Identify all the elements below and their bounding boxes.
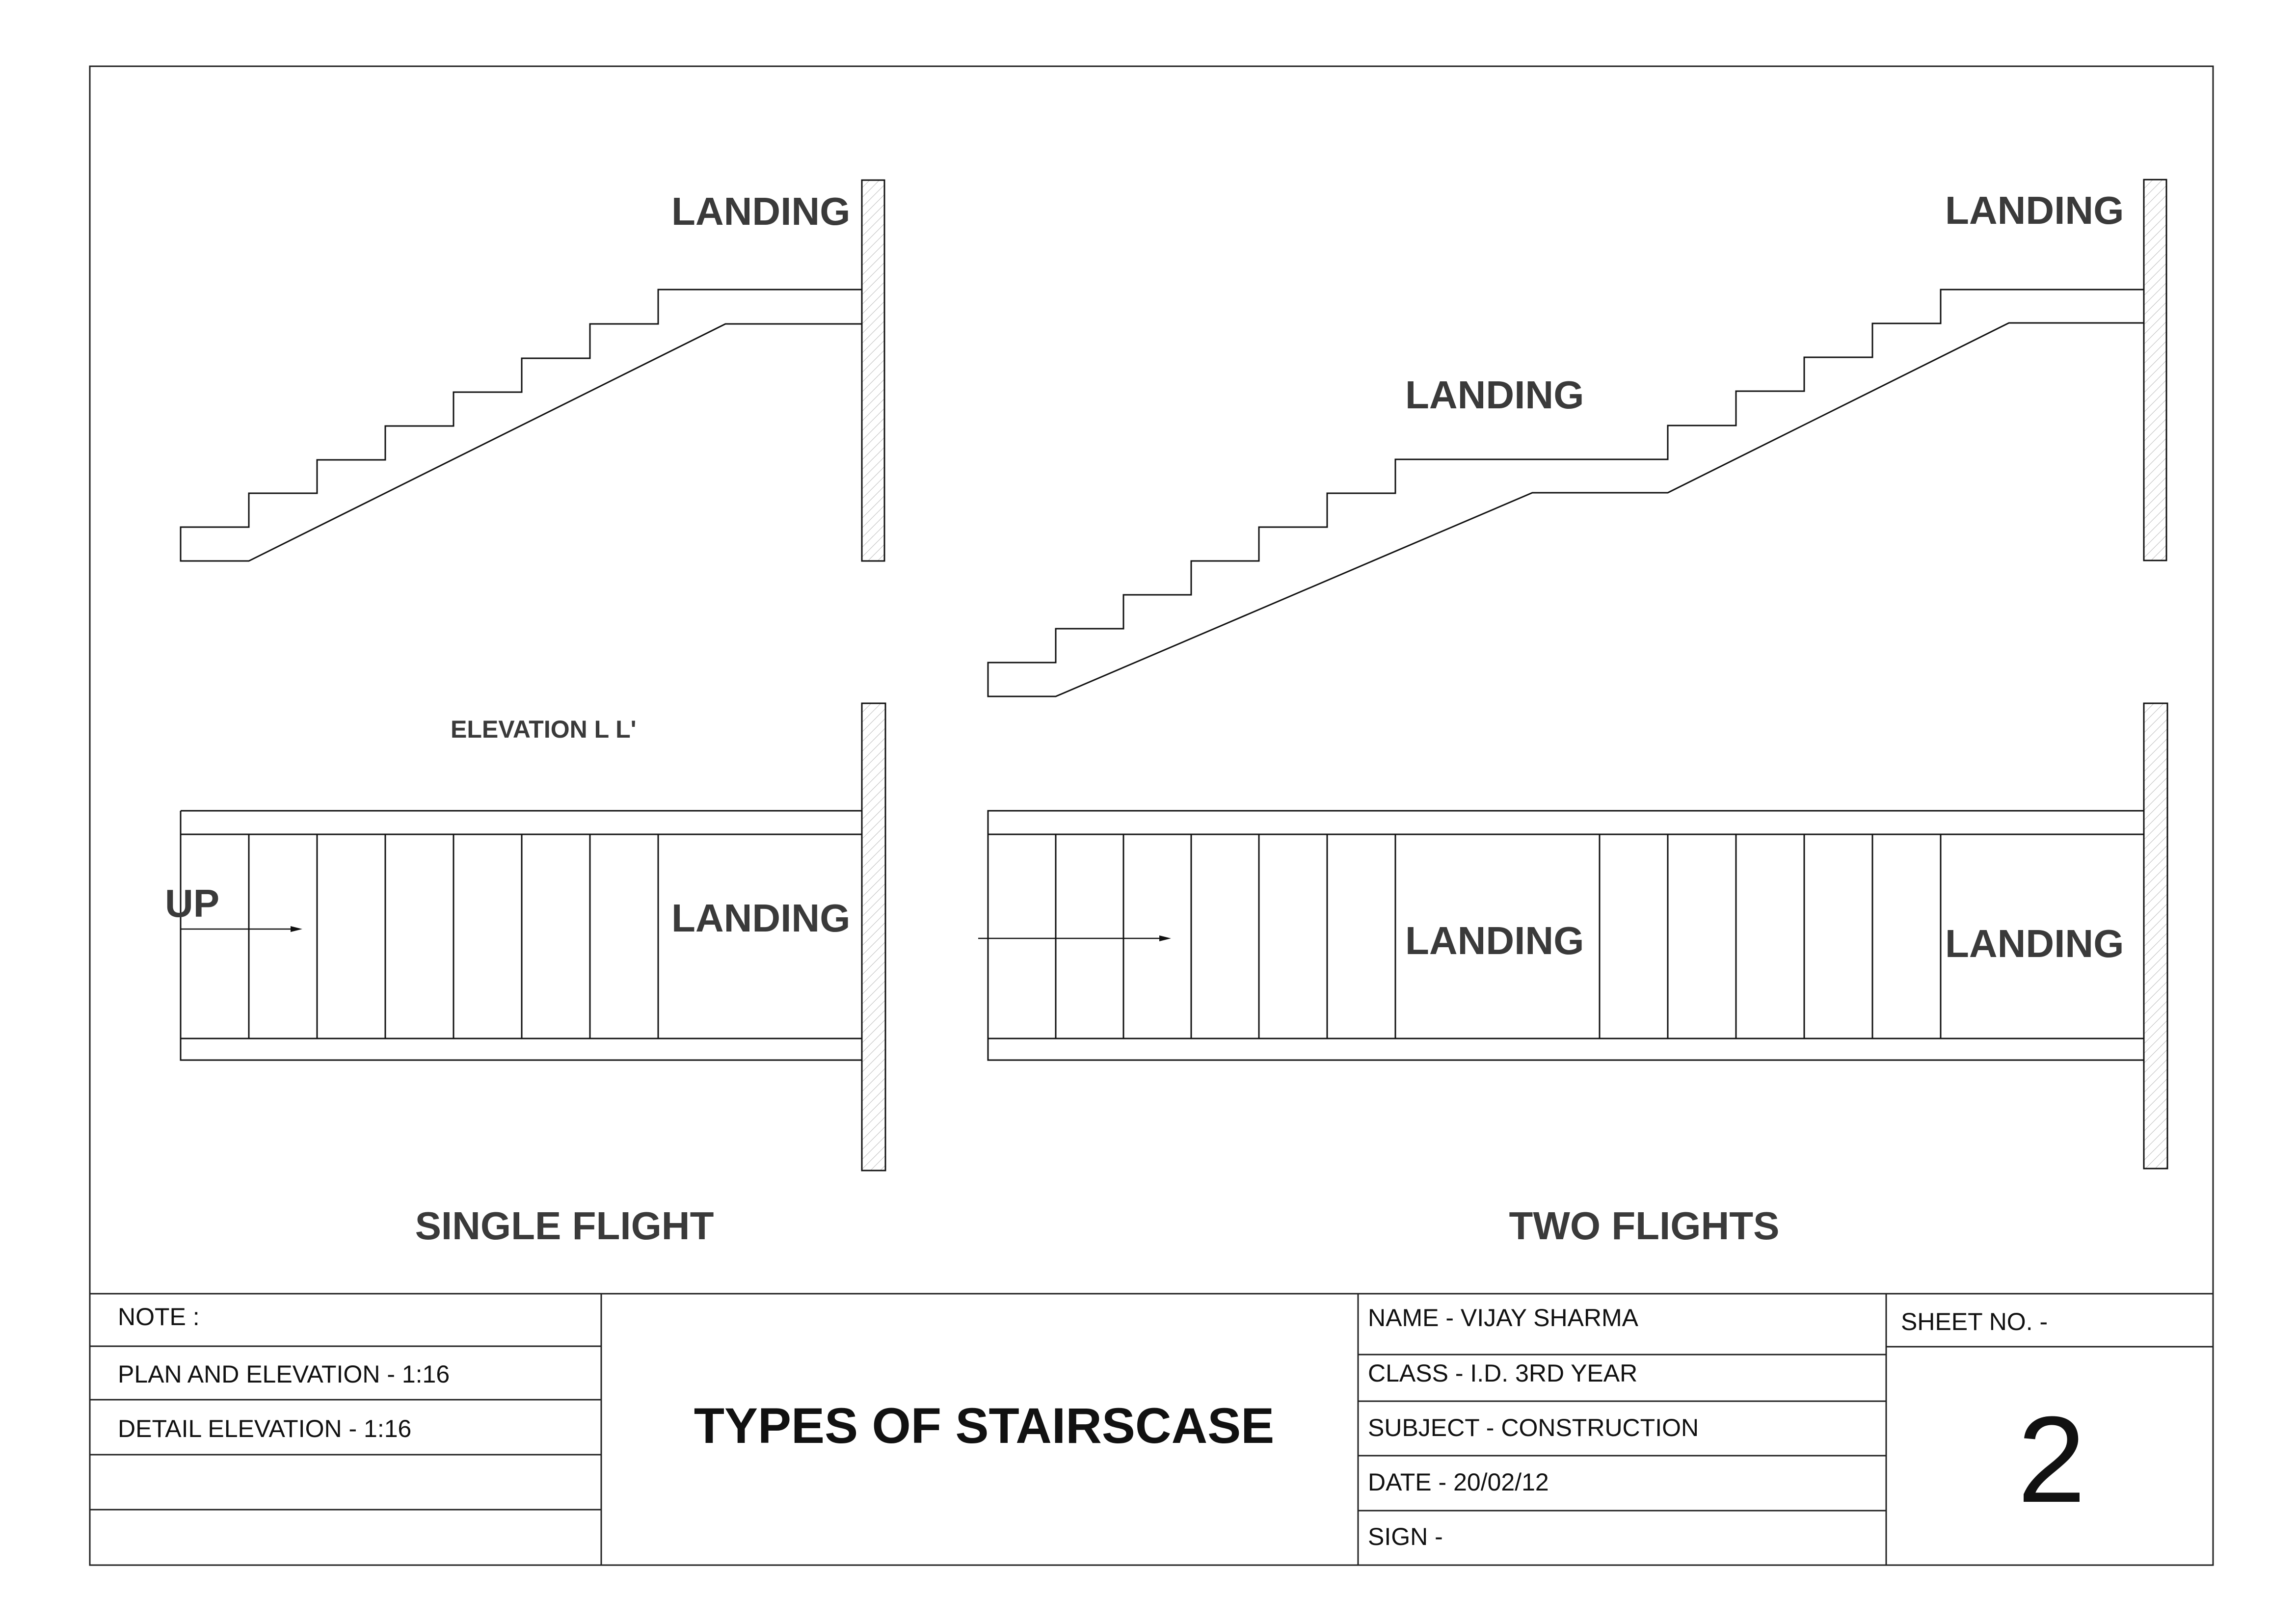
single-flight-title: SINGLE FLIGHT (415, 1204, 714, 1248)
title-block (90, 1293, 2213, 1565)
two-flights-elevation-top-landing-label: LANDING (1945, 188, 2124, 232)
up-label: UP (165, 881, 219, 925)
sign-field: SIGN - (1368, 1523, 1443, 1550)
two-flights-elevation-wall (2143, 179, 2167, 561)
class-field: CLASS - I.D. 3RD YEAR (1368, 1359, 1637, 1387)
drawing-title: TYPES OF STAIRSCASE (694, 1398, 1275, 1454)
two-flights-plan-wall (2143, 702, 2168, 1170)
single-flight-stair-profile (180, 289, 863, 562)
single-flight-plan-landing-label: LANDING (671, 896, 850, 940)
subject-field: SUBJECT - CONSTRUCTION (1368, 1414, 1699, 1441)
single-flight-plan (180, 702, 886, 1171)
two-flights-plan-lower-wall (987, 1038, 2145, 1061)
two-flights-elevation-mid-landing-label: LANDING (1405, 373, 1584, 417)
detail-elevation-scale: DETAIL ELEVATION - 1:16 (118, 1415, 411, 1442)
single-flight-elevation-wall (861, 179, 885, 562)
two-flights-plan (978, 702, 2168, 1170)
two-flights-plan-mid-landing-label: LANDING (1405, 919, 1584, 962)
two-flights-title: TWO FLIGHTS (1509, 1204, 1779, 1248)
elevation-caption: ELEVATION L L' (451, 716, 637, 743)
two-flights-plan-upper-wall (987, 810, 2145, 835)
single-flight-elevation (180, 179, 885, 562)
two-flights-elevation (987, 179, 2167, 697)
plan-elevation-scale: PLAN AND ELEVATION - 1:16 (118, 1360, 450, 1388)
single-flight-plan-upper-wall (181, 810, 863, 835)
student-name: NAME - VIJAY SHARMA (1368, 1304, 1639, 1331)
note-label: NOTE : (118, 1303, 200, 1331)
single-flight-elevation-landing-label: LANDING (671, 189, 850, 233)
sheet-number-label: SHEET NO. - (1901, 1308, 2048, 1335)
up-arrow (181, 926, 302, 932)
single-flight-plan-wall (861, 702, 886, 1171)
sheet-number: 2 (2017, 1391, 2085, 1528)
single-flight-treads (180, 834, 659, 1038)
single-flight-plan-lower-wall (180, 1038, 863, 1061)
two-flights-treads (987, 834, 1942, 1038)
two-flights-stair-profile (987, 289, 2145, 697)
date-field: DATE - 20/02/12 (1368, 1468, 1549, 1496)
two-flights-direction-arrow (978, 935, 1171, 941)
sheet-border (89, 65, 2214, 1566)
two-flights-plan-end-landing-label: LANDING (1945, 922, 2124, 965)
